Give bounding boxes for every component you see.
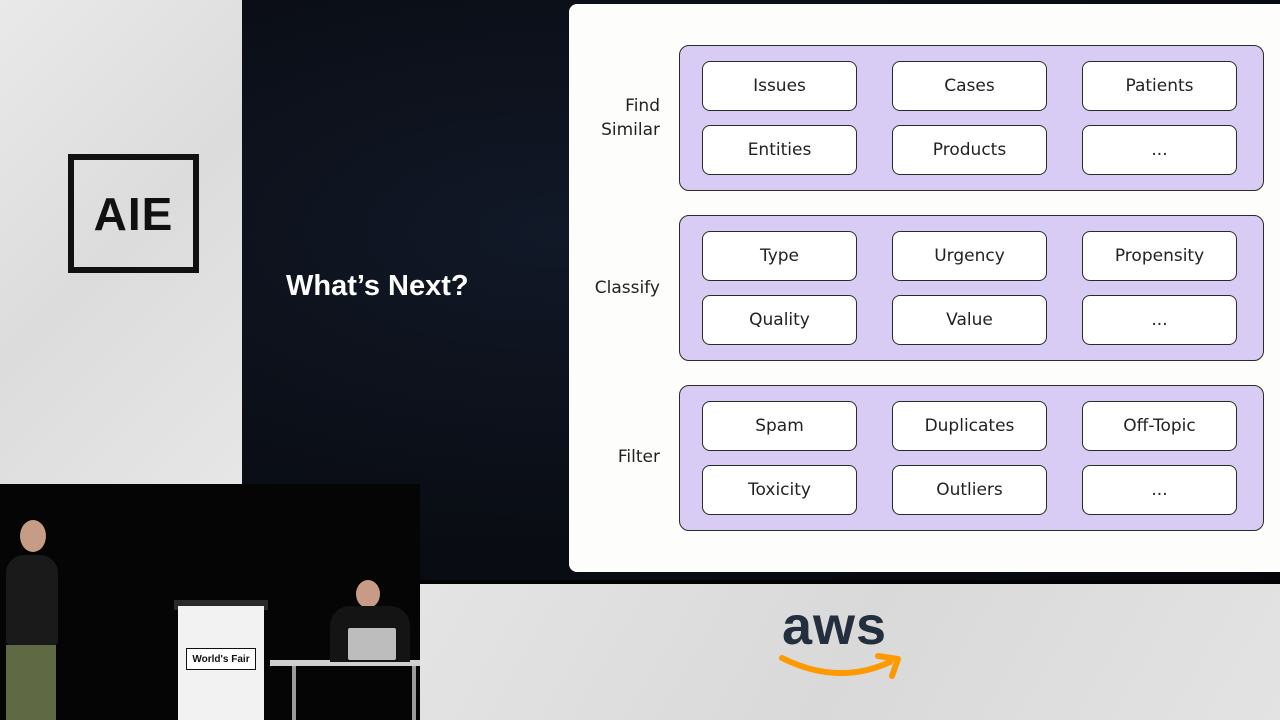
item-box: Type — [702, 231, 857, 281]
group-label-line: Similar — [601, 120, 660, 140]
group-label-find-similar: Find Similar — [560, 94, 660, 142]
item-box: ... — [1082, 465, 1237, 515]
aws-smile-icon — [779, 653, 901, 679]
podium-sign-text: World's Fair — [192, 653, 250, 665]
group-classify: Type Urgency Propensity Quality Value ..… — [679, 215, 1264, 361]
group-find-similar: Issues Cases Patients Entities Products … — [679, 45, 1264, 191]
item-box: Patients — [1082, 61, 1237, 111]
group-label-line: Classify — [594, 278, 660, 298]
aws-logo-text: aws — [782, 596, 888, 656]
item-box: Quality — [702, 295, 857, 345]
presenter-body — [6, 555, 58, 645]
item-box: ... — [1082, 125, 1237, 175]
item-box: ... — [1082, 295, 1237, 345]
item-box: Cases — [892, 61, 1047, 111]
item-box: Products — [892, 125, 1047, 175]
aie-logo: AIE — [68, 154, 199, 273]
item-box: Off-Topic — [1082, 401, 1237, 451]
item-box: Issues — [702, 61, 857, 111]
diagram-card: Find Similar Issues Cases Patients Entit… — [569, 4, 1280, 572]
slide-title: What’s Next? — [286, 270, 469, 302]
item-box: Urgency — [892, 231, 1047, 281]
item-box: Toxicity — [702, 465, 857, 515]
table-leg — [412, 666, 416, 720]
seated-person-head — [356, 580, 380, 608]
presenter-table — [270, 660, 420, 666]
group-label-filter: Filter — [560, 445, 660, 469]
item-box: Spam — [702, 401, 857, 451]
item-box: Duplicates — [892, 401, 1047, 451]
item-box: Entities — [702, 125, 857, 175]
sponsor-banner — [420, 584, 1280, 720]
presenter-head — [20, 520, 46, 552]
item-box: Outliers — [892, 465, 1047, 515]
group-label-line: Filter — [617, 447, 660, 467]
item-box: Value — [892, 295, 1047, 345]
podium-sign: World's Fair — [186, 648, 256, 670]
item-box: Propensity — [1082, 231, 1237, 281]
left-brand-panel: AIE — [0, 0, 242, 484]
group-label-line: Find — [625, 96, 660, 116]
laptop — [348, 628, 396, 660]
group-label-classify: Classify — [560, 276, 660, 300]
group-filter: Spam Duplicates Off-Topic Toxicity Outli… — [679, 385, 1264, 531]
podium-top — [174, 600, 268, 610]
table-leg — [292, 666, 296, 720]
presenter-legs — [6, 645, 56, 720]
